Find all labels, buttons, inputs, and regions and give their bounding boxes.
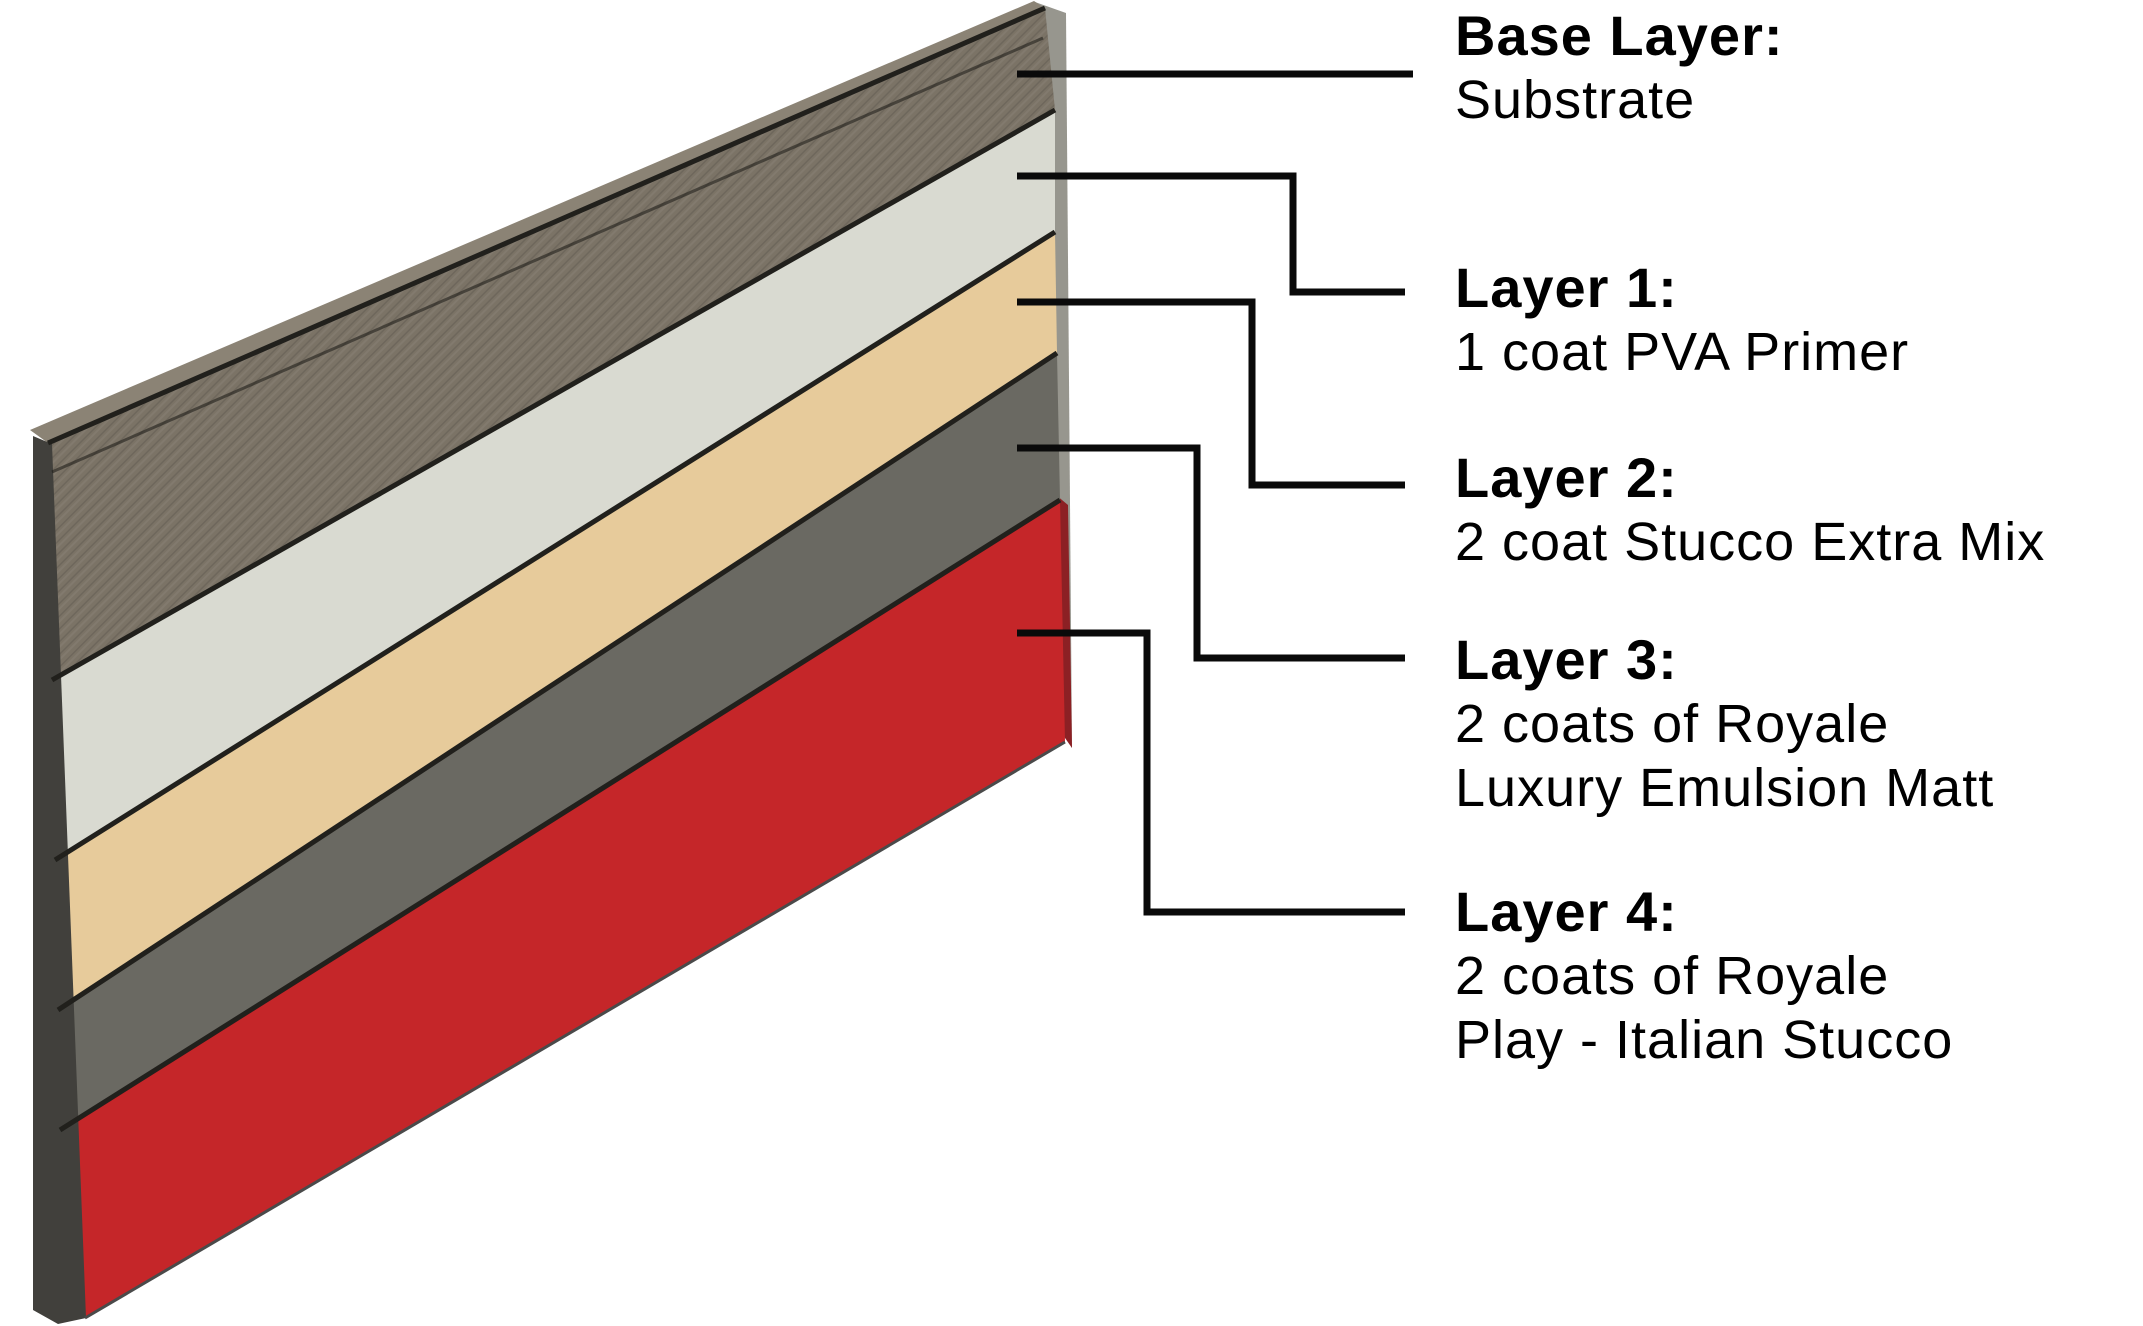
label-layer-4: Layer 4: 2 coats of Royale Play - Italia… [1455,880,1953,1072]
label-line: 1 coat PVA Primer [1455,322,1910,382]
label-line: Luxury Emulsion Matt [1455,758,1995,818]
leader-line-layer-2 [1017,298,1405,489]
leader-line-layer-4 [1017,629,1405,916]
label-line: 2 coats of Royale [1455,694,1890,754]
emulsion-face [58,353,1060,1130]
label-title: Layer 4: [1455,880,1678,943]
panel-top-edge [30,1,1046,443]
leader-line-layer-3 [1017,444,1405,662]
label-layer-1: Layer 1: 1 coat PVA Primer [1455,256,1909,384]
label-line: Play - Italian Stucco [1455,1010,1954,1070]
panel-left-edge [33,436,86,1324]
substrate-inset-line [51,36,1044,474]
label-base-layer: Base Layer: Substrate [1455,4,1784,132]
label-title: Layer 2: [1455,446,1678,509]
label-layer-3: Layer 3: 2 coats of Royale Luxury Emulsi… [1455,628,1994,820]
boundary-stucco-emulsion [56,350,1059,1013]
boundary-substrate-primer [50,107,1057,683]
label-title: Base Layer: [1455,4,1784,67]
label-line: 2 coat Stucco Extra Mix [1455,512,2046,572]
italian-stucco-face [60,500,1065,1318]
boundary-emulsion-red [58,497,1062,1133]
red-bottom-edge [84,740,1066,1320]
primer-face [52,110,1055,860]
substrate-top-front-edge [47,5,1046,446]
leader-line-layer-1 [1017,172,1405,296]
label-line: 2 coats of Royale [1455,946,1890,1006]
label-line: Substrate [1455,70,1696,130]
label-title: Layer 3: [1455,628,1678,691]
boundary-primer-stucco [53,229,1057,863]
substrate-texture [48,8,1055,680]
label-layer-2: Layer 2: 2 coat Stucco Extra Mix [1455,446,2045,574]
stucco-face [55,232,1057,1010]
label-title: Layer 1: [1455,256,1678,319]
